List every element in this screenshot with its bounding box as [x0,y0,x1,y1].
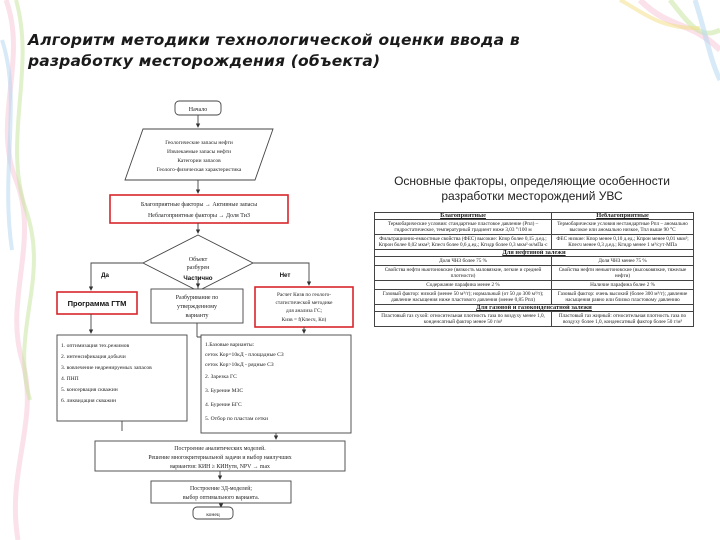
corner-swirl-decoration-left [0,0,36,540]
models-line-3: вариантов: КИН ≥ КИНутв, NPV → max [170,464,270,470]
table-row: Газовый фактор: низкий (менее 50 м³/т); … [373,289,694,305]
gas-section-header: Для газовой и газоконденсатной залежи [374,304,694,312]
decision-line-1: Объект [189,256,208,263]
input-line-3: Категории запасов [177,158,221,164]
measure-item-2: 2. интенсификация добычи [61,353,126,360]
factors-box [109,194,289,224]
branch-partial-label: Частично [183,275,212,282]
table-row: Пластовый газ сухой: относительная плотн… [373,311,694,327]
branch-no-label: Нет [280,272,291,279]
models-line-1: Построение аналитических моделей. [174,445,266,452]
measure-item-4: 4. ПНП [61,376,79,382]
input-data-parallelogram [124,128,274,181]
oil-section-header: Для нефтяной залежи [374,249,694,257]
drill-line-3: варианту [185,313,208,319]
cell-oil-2-favorable: Свойства нефти ньютоновские (вязкость ма… [373,265,553,281]
analytical-models-box [94,440,346,472]
table-row: Фильтрационно-емкостные свойства (ФЕС) в… [373,234,694,250]
branch-yes-label: Да [101,272,109,279]
cell-gas-unfavorable: Пластовый газ жирный: относительная плот… [551,311,694,327]
option-item-1: 1.Базовые варианты: [205,342,255,348]
calc-line-4: Кизв = f(Кпесч, Кп) [282,316,327,323]
header-unfavorable: Неблагоприятные [551,212,694,220]
cell-fes-unfavorable: ФЕС низкие: Кпор менее 0,10 д.ед.; Кпрон… [551,234,694,250]
measure-item-1: 1. оптимизация тех.режимов [61,343,130,349]
end-label: конец [206,512,220,518]
end-terminator [192,506,234,520]
drill-line-2: утвержденному [177,304,217,310]
model3d-line-2: выбор оптимального варианта. [183,494,260,501]
models-line-2: Решение многокритериальной задачи и выбо… [148,454,291,461]
page-title: Алгоритм методики технологической оценки… [28,31,520,70]
factors-line-1: Благоприятные факторы → Активные запасы [141,201,257,208]
measure-item-5: 5. консервация скважин [61,387,118,393]
table-row: Свойства нефти ньютоновские (вязкость ма… [373,265,694,281]
input-line-2: Извлекаемые запасы нефти [167,148,231,155]
drill-line-1: Разбуривание по [176,294,219,301]
option-item-5: 3. Бурение МЗС [205,388,243,394]
drilling-box [150,288,244,324]
option-item-7: 5. Отбор по пластам сетки [205,415,268,422]
cell-oil-3-unfavorable: Наличие парафина более 2 % [551,280,694,290]
calc-line-2: статистической методике [276,299,334,306]
factors-caption: Основные факторы, определяющие особеннос… [394,174,670,203]
cell-thermo-favorable: Термобарические условия: стандартные пла… [373,219,553,235]
input-line-1: Геологические запасы нефти [165,139,233,146]
gtm-program-box [56,291,138,315]
corner-swirl-decoration-right [619,0,720,82]
gtm-program-label: Программа ГТМ [68,299,127,308]
measures-box [56,334,188,422]
cell-fes-favorable: Фильтрационно-емкостные свойства (ФЕС) в… [373,234,553,250]
table-row: Доля ЧНЗ более 75 % Доля ЧНЗ менее 75 % [373,256,694,266]
cell-oil-4-unfavorable: Газовый фактор: очень высокий (более 300… [551,289,694,305]
option-item-4: 2. Зарезка ГС [205,374,237,380]
kizv-calc-box [254,286,354,328]
algorithm-flowchart: Начало Геологические запасы нефти Извлек… [56,100,354,520]
table-row: Содержание парафина менее 2 % Наличие па… [373,280,694,290]
table-row: Термобарические условия: стандартные пла… [373,219,694,235]
option-item-2: сеток Кор=10кД - площадные СЗ [205,352,284,358]
factors-table: Благоприятные Неблагоприятные Термобарич… [373,212,694,327]
cell-oil-3-favorable: Содержание парафина менее 2 % [373,280,553,290]
input-line-4: Геолого-физическая характеристика [157,166,242,173]
factors-line-2: Неблагоприятные факторы → Доля ТиЗ [148,212,250,219]
calc-line-3: для анализа ГС; [286,308,322,314]
options-box [200,334,352,434]
model3d-line-1: Построение 3Д-моделей; [190,485,252,492]
cell-oil-4-favorable: Газовый фактор: низкий (менее 50 м³/т); … [373,289,553,305]
start-label: Начало [189,107,207,113]
decision-line-2: разбурен [187,264,211,271]
cell-oil-1-favorable: Доля ЧНЗ более 75 % [373,256,553,266]
calc-line-1: Расчет Кизв по геолого- [277,292,331,298]
cell-thermo-unfavorable: Термобарические условия нестандартные Рп… [551,219,694,235]
measure-item-6: 6. ликвидация скважин [61,398,116,404]
option-item-3: сеток Кор>10кД - рядные СЗ [205,362,274,368]
cell-oil-1-unfavorable: Доля ЧНЗ менее 75 % [551,256,694,266]
measure-item-3: 3. вовлечение недренируемых запасов [61,365,152,371]
header-favorable: Благоприятные [373,212,553,220]
cell-oil-2-unfavorable: Свойства нефти неньютоновские (высоковяз… [551,265,694,281]
cell-gas-favorable: Пластовый газ сухой: относительная плотн… [373,311,553,327]
option-item-6: 4. Бурение БГС [205,402,242,408]
